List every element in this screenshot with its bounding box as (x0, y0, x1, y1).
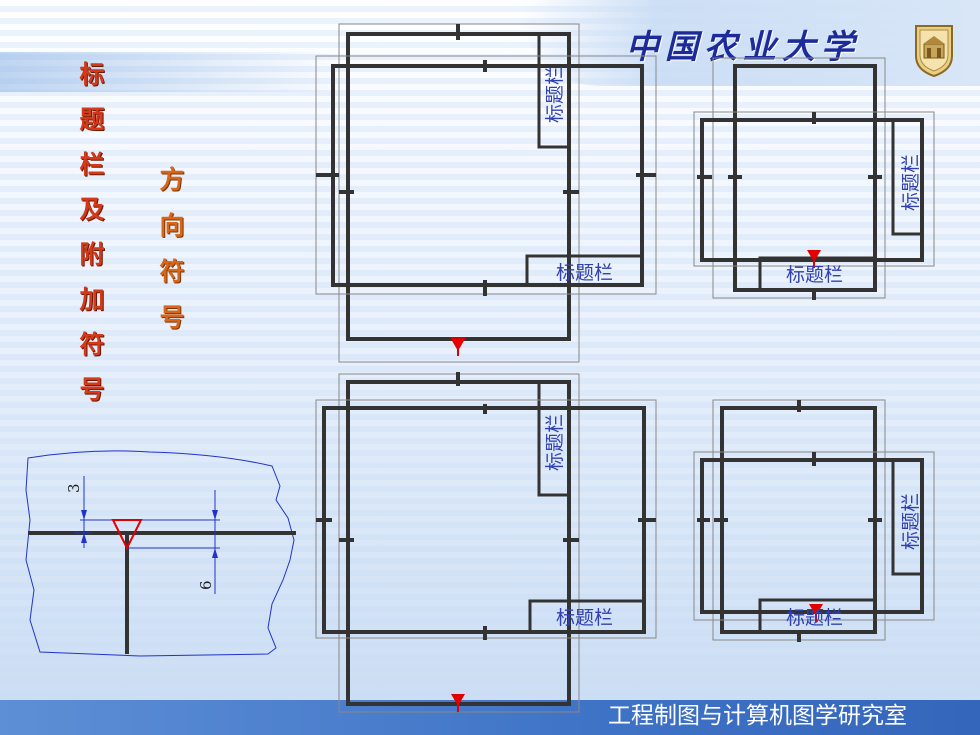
dimension-label: 6 (197, 580, 215, 590)
title-block-label: 标题栏 (900, 154, 922, 211)
sheet-small-bottom (693, 399, 935, 642)
title-block (525, 254, 644, 287)
title-swoosh (0, 52, 340, 92)
sheet-border (720, 406, 877, 634)
title-block (528, 599, 646, 634)
sheet-horizontal-bottom (315, 399, 657, 640)
sheet-vertical-top (338, 23, 580, 363)
slide-subtitle-char: 号 (159, 303, 185, 332)
sheet-horizontal-top (315, 55, 657, 296)
sheet-small-top (693, 57, 935, 300)
title-block (891, 118, 924, 236)
slide-title-char: 符 (79, 330, 105, 359)
dimension-arrow-icon (81, 533, 87, 543)
title-block (537, 380, 571, 497)
orientation-mark-icon (111, 519, 143, 551)
sheet-border (322, 406, 646, 634)
university-logo-icon (915, 25, 953, 78)
sheet-border (700, 458, 924, 614)
university-name: 中国农业大学 (626, 27, 860, 66)
sheet-border (733, 64, 877, 292)
dimension-arrow-icon (212, 548, 218, 558)
slide-title-char: 附 (79, 240, 105, 269)
sheet-outer-trim (338, 23, 580, 363)
title-block (891, 458, 924, 576)
sheet-border (346, 380, 571, 706)
title-block-label: 标题栏 (544, 414, 566, 471)
slide-title-char: 题 (79, 105, 105, 134)
title-block-label: 标题栏 (786, 264, 843, 286)
title-block-label: 标题栏 (544, 66, 566, 123)
slide-subtitle-char: 符 (159, 257, 185, 286)
slide-title-char: 栏 (79, 150, 105, 179)
slide-subtitle-char: 向 (159, 211, 185, 240)
slide-title-char: 号 (79, 375, 105, 404)
slide-subtitle: 方 向 符 号 (152, 157, 192, 341)
sheet-border (346, 32, 571, 341)
title-block-label: 标题栏 (556, 607, 613, 629)
title-block-label: 标题栏 (786, 607, 843, 629)
title-block (758, 256, 877, 292)
footer-lab-name: 工程制图与计算机图学研究室 (608, 703, 907, 729)
dimension-arrow-icon (81, 510, 87, 520)
slide-title-char: 标 (79, 60, 105, 89)
title-block-label: 标题栏 (556, 262, 613, 284)
title-block (537, 32, 571, 149)
title-block (758, 598, 877, 634)
header-band (520, 0, 980, 86)
slide-title-char: 及 (79, 195, 105, 224)
orientation-mark-detail: 3 6 (25, 450, 296, 657)
dimension-label: 3 (65, 483, 83, 493)
sheet-vertical-bottom (338, 372, 580, 713)
slide-title: 标 题 栏 及 附 加 符 号 (72, 52, 112, 412)
dimension-arrow-icon (212, 510, 218, 520)
slide-subtitle-char: 方 (159, 165, 185, 194)
detail-break-outline (25, 450, 295, 657)
sheet-border (331, 64, 644, 287)
slide-title-char: 加 (79, 285, 105, 314)
title-block-label: 标题栏 (900, 493, 922, 550)
